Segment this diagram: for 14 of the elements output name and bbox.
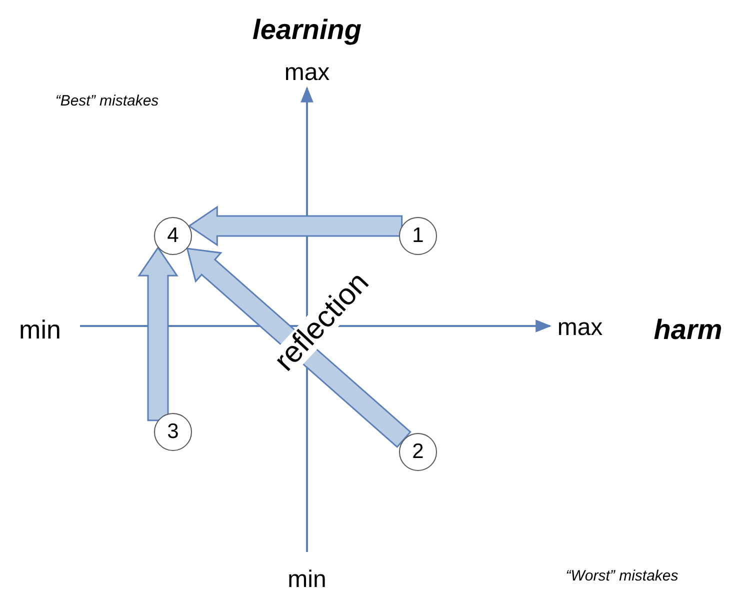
numbered-circle: 4 <box>154 217 192 255</box>
axis-title: harm <box>654 314 722 346</box>
axis-end-label: max <box>284 59 330 87</box>
axis-end-label: min <box>288 566 326 594</box>
corner-note: “Worst” mistakes <box>566 568 678 584</box>
numbered-circle: 2 <box>399 433 437 471</box>
axis-end-label: min <box>19 314 61 346</box>
corner-note: “Best” mistakes <box>55 92 159 110</box>
block-arrow <box>188 206 403 246</box>
numbered-circle: 3 <box>154 413 192 451</box>
axis-title: learning <box>252 14 362 46</box>
axis-end-label: max <box>557 314 603 342</box>
numbered-circle: 1 <box>399 217 437 255</box>
block-arrow <box>138 246 178 422</box>
